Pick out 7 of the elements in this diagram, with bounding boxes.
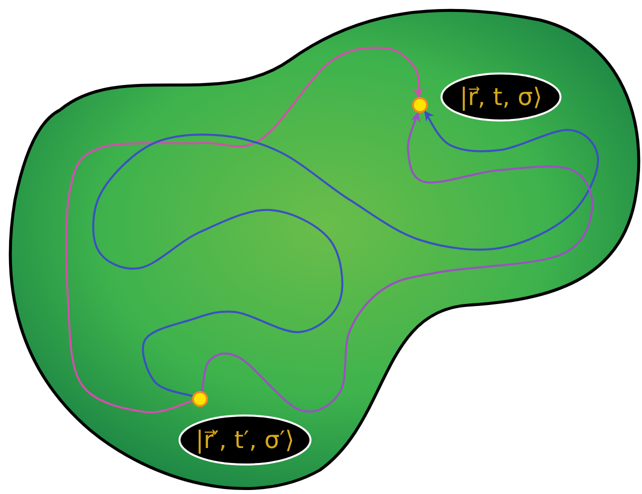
state-label: |r⃗′, t′, σ′⟩ bbox=[196, 426, 294, 454]
path-arrow bbox=[201, 112, 594, 412]
state-label: |r⃗, t, σ⟩ bbox=[460, 83, 542, 111]
state-ellipse bbox=[440, 72, 562, 122]
path-arrow bbox=[65, 46, 424, 414]
state-ellipse bbox=[178, 414, 312, 466]
path-arrow bbox=[92, 110, 599, 398]
